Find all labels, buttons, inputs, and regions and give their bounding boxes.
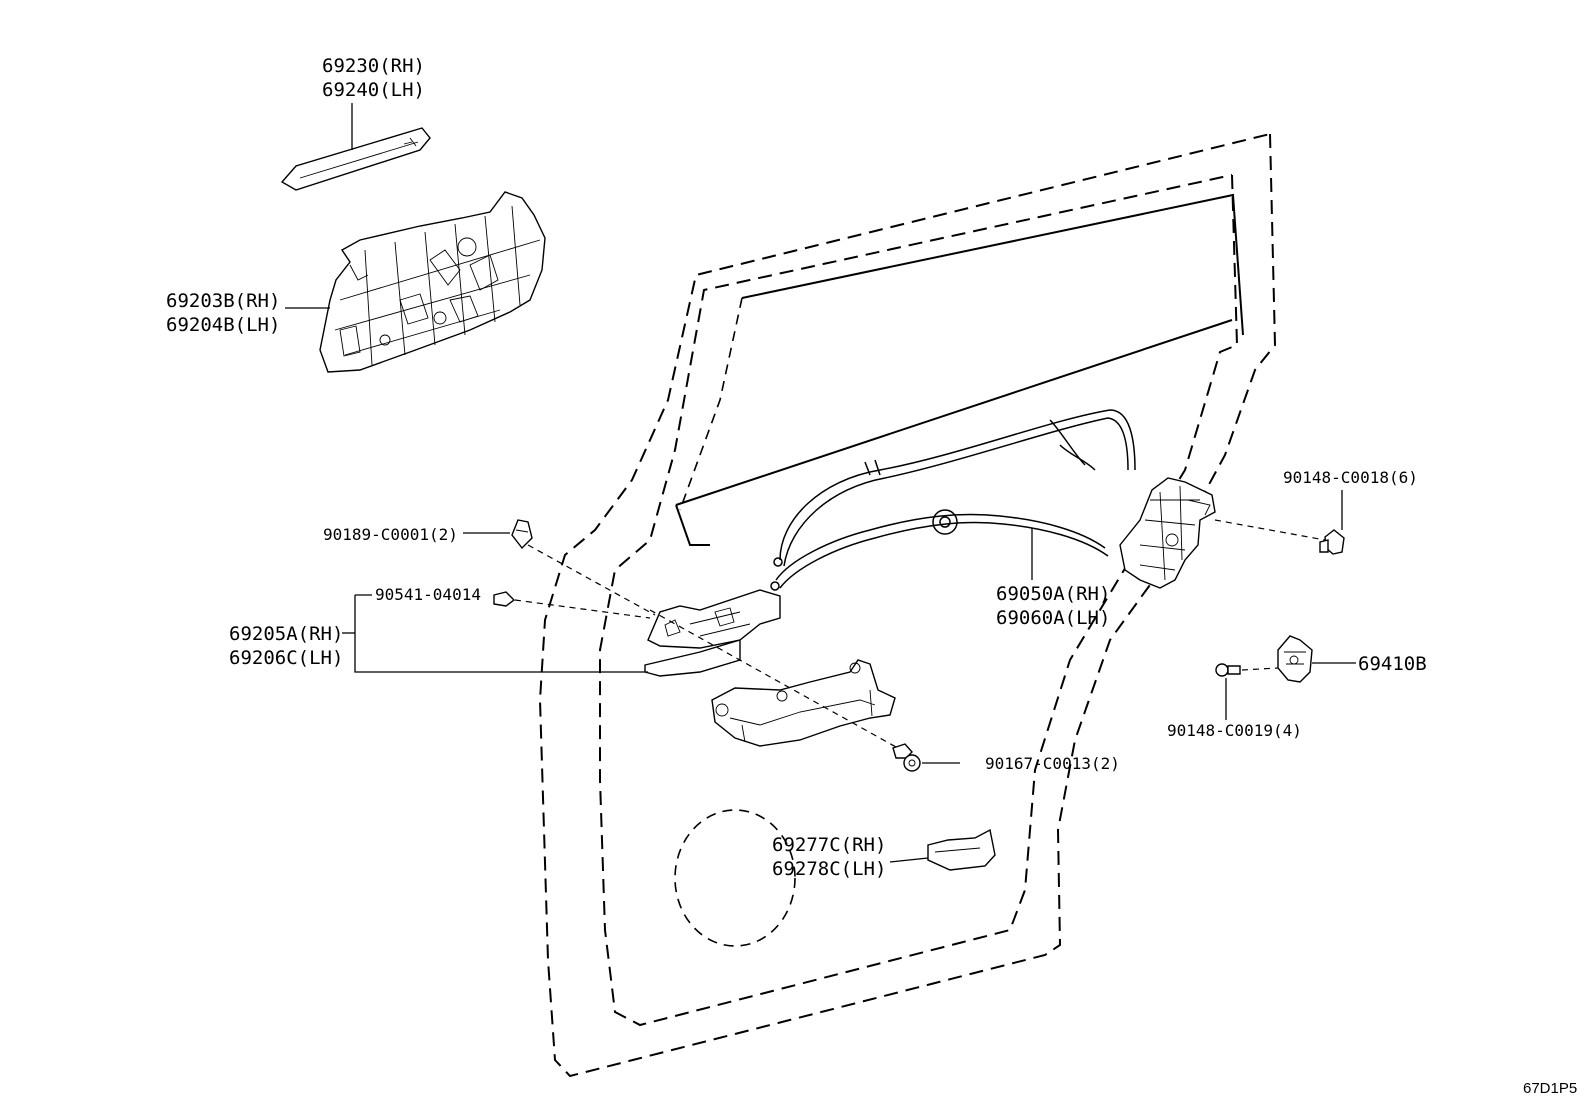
label-cover-rh: 69277C(RH) [772,834,886,856]
outside-handle-bracket [644,589,781,677]
door-lock-striker [1277,635,1313,683]
label-striker-screw: 90148-C0019(4) [1167,721,1302,740]
diagram-code: 67D1P5 [1523,1080,1577,1097]
label-cover-lh: 69278C(LH) [772,858,886,880]
small-screw [493,591,516,607]
label-striker: 69410B [1358,653,1427,675]
label-lock-screw: 90148-C0018(6) [1283,468,1418,487]
door-handle-cover [927,828,996,871]
door-outline [538,133,1277,1078]
label-clip: 90189-C0001(2) [323,525,458,544]
door-lock-cables [770,409,1136,591]
label-lock-lh: 69060A(LH) [996,607,1110,629]
handle-bolt [892,743,921,772]
lock-screw [1319,529,1345,555]
label-handle-lh: 69206C(LH) [229,647,343,669]
label-lock-rh: 69050A(RH) [996,583,1110,605]
label-small-screw: 90541-04014 [375,585,481,604]
door-lock-assembly [1119,477,1216,589]
striker-screw [1215,663,1241,677]
service-hole [674,809,796,947]
label-frame-rh: 69203B(RH) [166,290,280,312]
outside-door-handle [711,659,896,747]
outside-garnish [280,127,431,191]
clip [511,519,533,550]
label-frame-lh: 69204B(LH) [166,314,280,336]
label-garnish-lh: 69240(LH) [322,79,425,101]
door-lock-module [319,191,546,373]
label-handle-bolt: 90167-C0013(2) [985,754,1120,773]
label-handle-rh: 69205A(RH) [229,623,343,645]
label-garnish-rh: 69230(RH) [322,55,425,77]
